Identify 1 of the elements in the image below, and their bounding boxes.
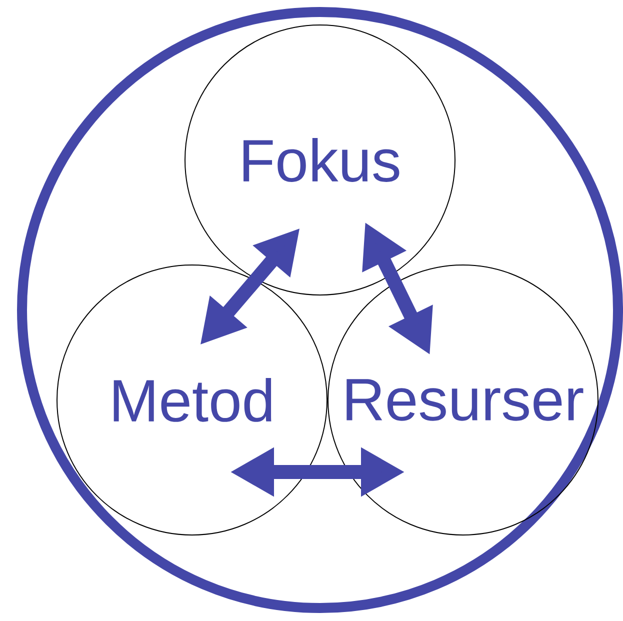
outer-ring [17, 7, 623, 613]
